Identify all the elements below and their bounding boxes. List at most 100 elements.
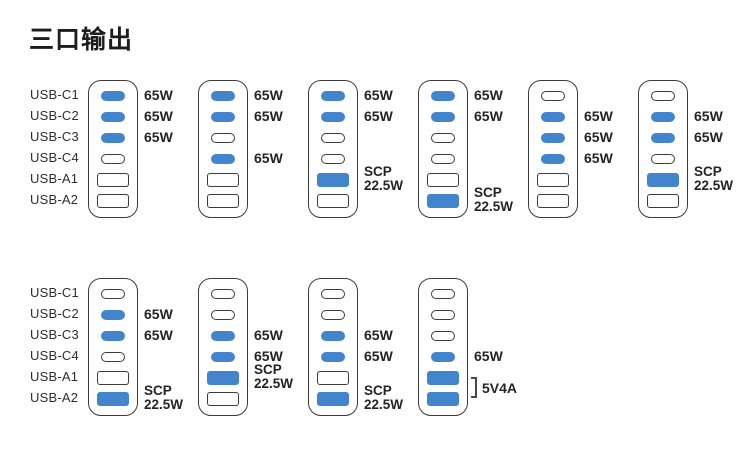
power-label-line: 22.5W bbox=[364, 178, 404, 193]
usb-c-port bbox=[211, 133, 235, 143]
usb-c-port bbox=[211, 91, 235, 101]
power-label: 65W bbox=[144, 108, 173, 124]
usb-a-port bbox=[207, 392, 239, 406]
usb-c-port bbox=[101, 331, 125, 341]
power-label: 65W bbox=[254, 150, 283, 166]
charger bbox=[198, 278, 248, 416]
port-label: USB-C4 bbox=[30, 348, 79, 363]
power-label: 65W bbox=[364, 108, 393, 124]
usb-c-port bbox=[651, 154, 675, 164]
power-label-line: SCP bbox=[364, 383, 392, 398]
usb-a-port bbox=[207, 371, 239, 385]
usb-c-port bbox=[321, 91, 345, 101]
charger bbox=[528, 80, 578, 218]
power-label-line: 22.5W bbox=[364, 397, 404, 412]
usb-a-port bbox=[427, 392, 459, 406]
power-label: 65W bbox=[584, 129, 613, 145]
power-label: 65W bbox=[364, 327, 393, 343]
usb-c-port bbox=[211, 310, 235, 320]
port-label: USB-C2 bbox=[30, 108, 79, 123]
power-label: 65W bbox=[254, 108, 283, 124]
power-label-line: 22.5W bbox=[144, 397, 184, 412]
usb-c-port bbox=[211, 112, 235, 122]
power-label: 65W bbox=[474, 87, 503, 103]
usb-c-port bbox=[101, 352, 125, 362]
usb-c-port bbox=[321, 289, 345, 299]
charger bbox=[418, 80, 468, 218]
power-label: 65W bbox=[694, 108, 723, 124]
usb-a-port bbox=[207, 194, 239, 208]
usb-a-port bbox=[537, 173, 569, 187]
port-label: USB-C2 bbox=[30, 306, 79, 321]
usb-c-port bbox=[101, 112, 125, 122]
power-label-line: SCP bbox=[694, 164, 722, 179]
usb-c-port bbox=[211, 352, 235, 362]
usb-c-port bbox=[101, 310, 125, 320]
usb-a-port bbox=[427, 194, 459, 208]
power-label-line: 22.5W bbox=[254, 376, 294, 391]
usb-c-port bbox=[321, 352, 345, 362]
port-label: USB-C1 bbox=[30, 87, 79, 102]
usb-c-port bbox=[541, 112, 565, 122]
usb-a-port bbox=[317, 194, 349, 208]
usb-a-port bbox=[537, 194, 569, 208]
usb-c-port bbox=[211, 154, 235, 164]
ports-group-bracket bbox=[471, 377, 477, 398]
usb-c-port bbox=[431, 154, 455, 164]
power-label-line: 22.5W bbox=[694, 178, 734, 193]
power-label: 65W bbox=[584, 150, 613, 166]
power-label: 65W bbox=[144, 306, 173, 322]
power-label: 65W bbox=[254, 348, 283, 364]
usb-c-port bbox=[321, 310, 345, 320]
usb-a-port bbox=[317, 173, 349, 187]
usb-c-port bbox=[431, 133, 455, 143]
usb-c-port bbox=[651, 91, 675, 101]
port-label: USB-A2 bbox=[30, 192, 79, 207]
usb-a-port bbox=[317, 392, 349, 406]
usb-a-port bbox=[207, 173, 239, 187]
port-label: USB-C1 bbox=[30, 285, 79, 300]
usb-c-port bbox=[431, 310, 455, 320]
usb-c-port bbox=[321, 112, 345, 122]
usb-c-port bbox=[651, 112, 675, 122]
port-label: USB-C3 bbox=[30, 327, 79, 342]
power-label: 65W bbox=[144, 327, 173, 343]
power-label: 65W bbox=[474, 348, 503, 364]
power-label: 65W bbox=[144, 129, 173, 145]
usb-a-port bbox=[317, 371, 349, 385]
port-label: USB-A1 bbox=[30, 171, 79, 186]
charger bbox=[88, 278, 138, 416]
power-label: 65W bbox=[144, 87, 173, 103]
charger bbox=[198, 80, 248, 218]
port-label: USB-A1 bbox=[30, 369, 79, 384]
usb-a-port bbox=[97, 194, 129, 208]
usb-c-port bbox=[431, 289, 455, 299]
usb-c-port bbox=[101, 154, 125, 164]
charger bbox=[638, 80, 688, 218]
usb-c-port bbox=[101, 91, 125, 101]
power-label: 65W bbox=[474, 108, 503, 124]
power-label: 65W bbox=[584, 108, 613, 124]
usb-c-port bbox=[431, 331, 455, 341]
usb-c-port bbox=[541, 91, 565, 101]
usb-c-port bbox=[541, 154, 565, 164]
power-label-line: SCP bbox=[364, 164, 392, 179]
usb-c-port bbox=[431, 91, 455, 101]
usb-a-port bbox=[647, 194, 679, 208]
power-label: 65W bbox=[364, 348, 393, 364]
usb-a-port bbox=[427, 371, 459, 385]
charger bbox=[418, 278, 468, 416]
usb-a-port bbox=[97, 371, 129, 385]
usb-c-port bbox=[321, 331, 345, 341]
power-label-line: SCP bbox=[144, 383, 172, 398]
usb-c-port bbox=[211, 289, 235, 299]
usb-a-port bbox=[647, 173, 679, 187]
usb-c-port bbox=[101, 133, 125, 143]
